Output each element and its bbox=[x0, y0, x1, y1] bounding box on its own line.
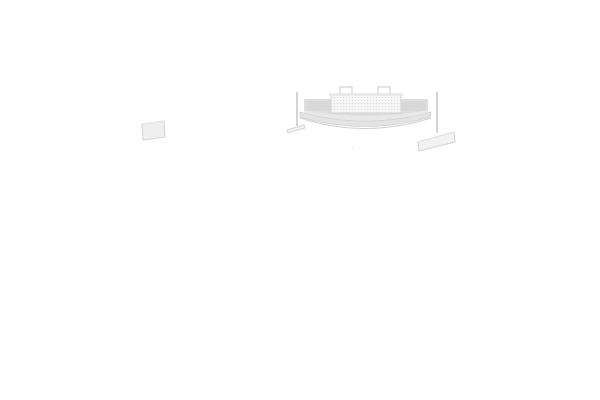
left-floating-card bbox=[141, 120, 166, 141]
right-post bbox=[417, 92, 456, 152]
left-post bbox=[286, 92, 306, 134]
central-structure bbox=[299, 86, 432, 150]
